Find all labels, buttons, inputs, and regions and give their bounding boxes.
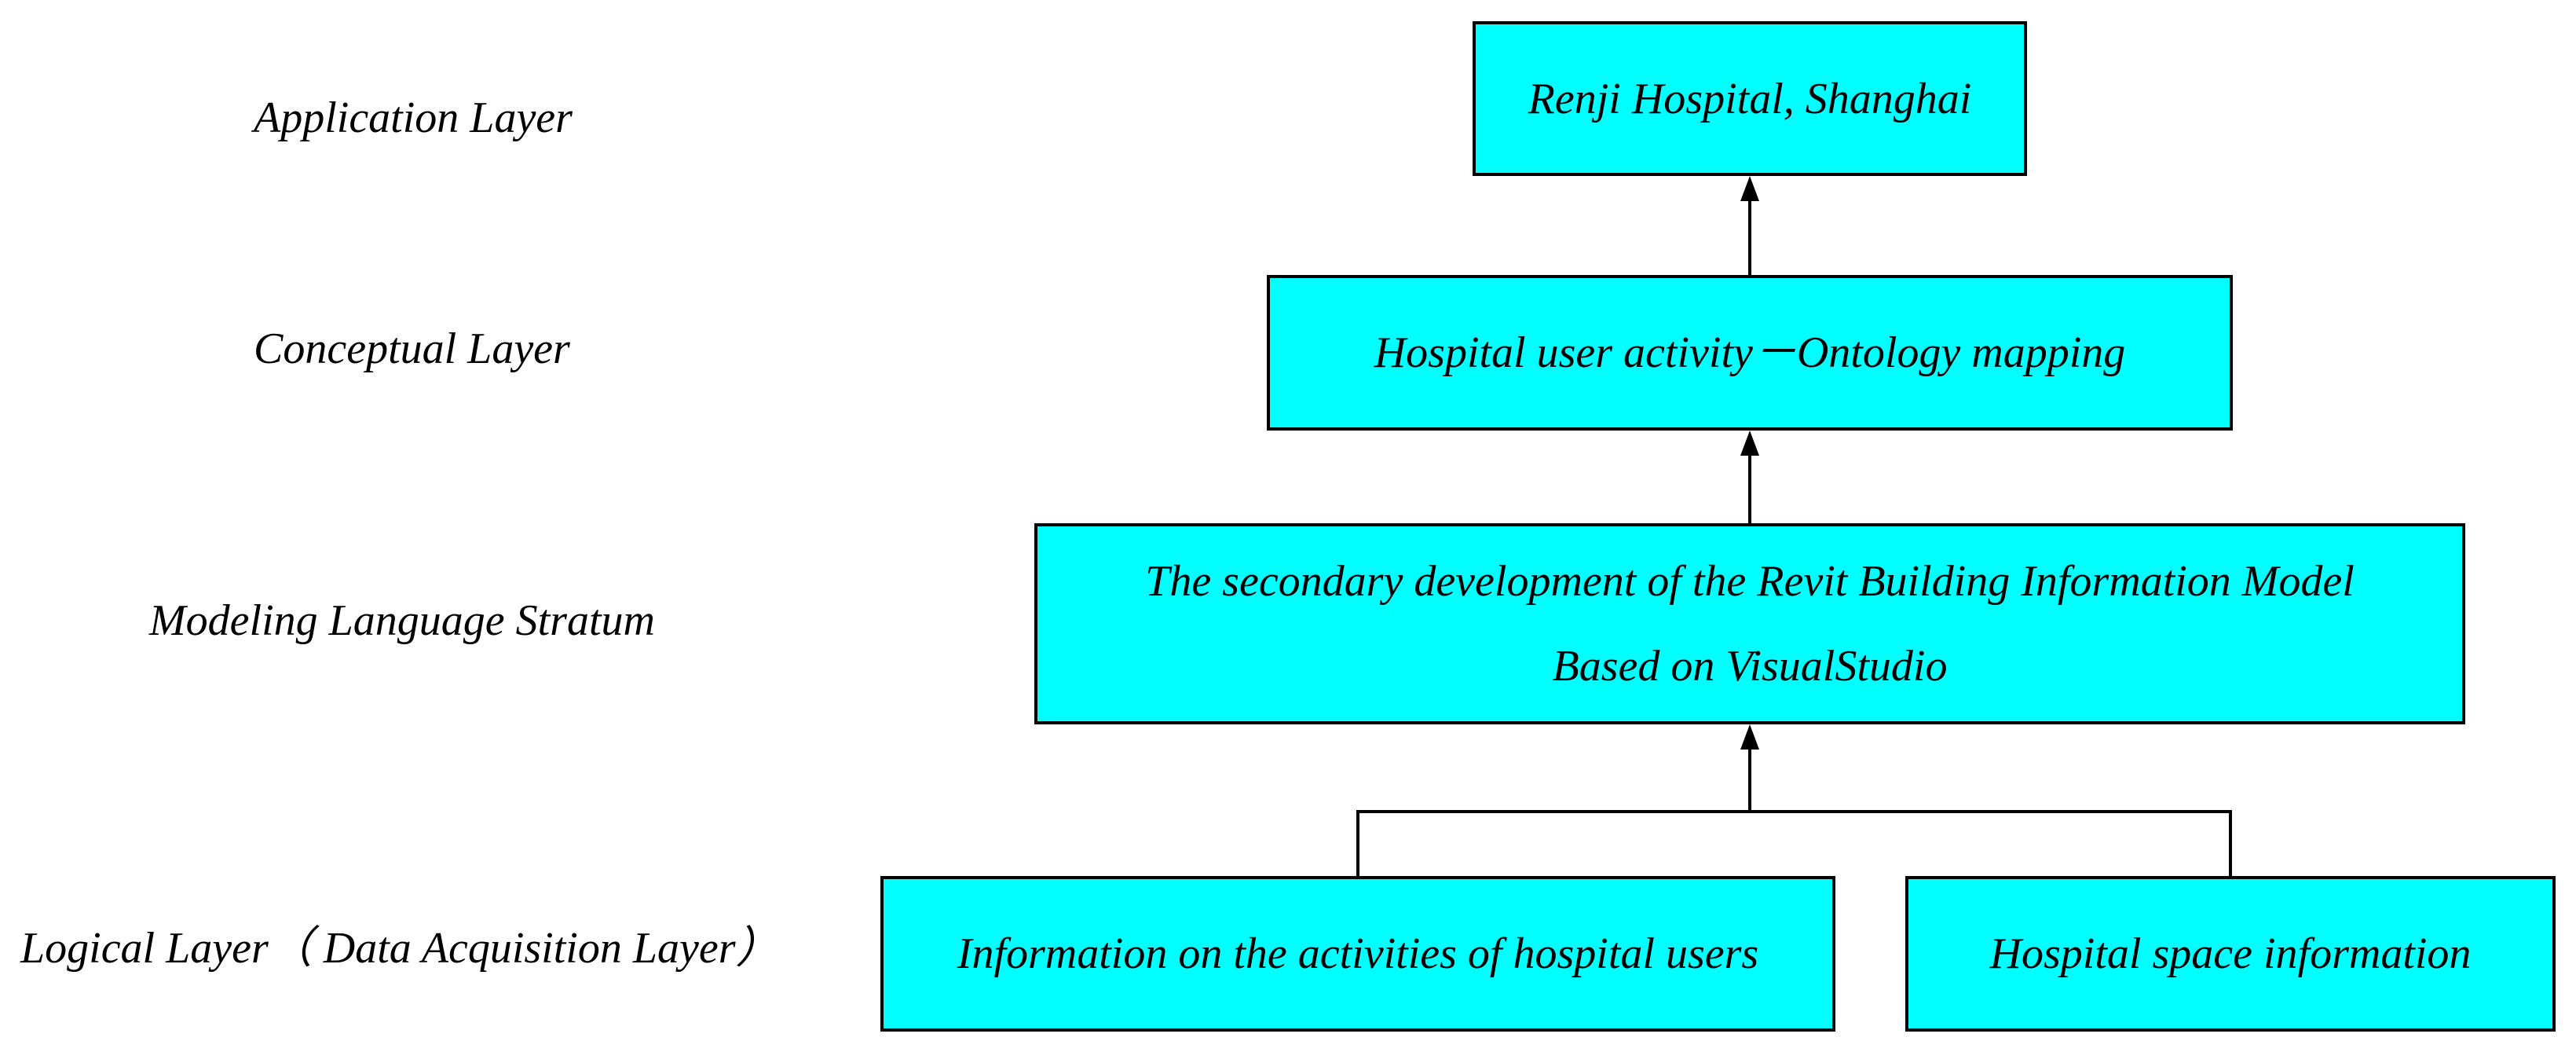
box-application: Renji Hospital, Shanghai bbox=[1473, 21, 2027, 176]
box-conceptual-text: Hospital user activity－Ontology mapping bbox=[1374, 328, 2126, 377]
layer-label-modeling: Modeling Language Stratum bbox=[149, 596, 655, 645]
box-conceptual: Hospital user activity－Ontology mapping bbox=[1267, 275, 2233, 431]
box-logical-right-text: Hospital space information bbox=[1989, 929, 2472, 978]
layer-label-conceptual: Conceptual Layer bbox=[254, 324, 570, 373]
arrowhead-application bbox=[1740, 176, 1759, 201]
layer-label-application: Application Layer bbox=[254, 93, 573, 142]
merge-connector-logical bbox=[1356, 810, 2232, 876]
box-logical-left-text: Information on the activities of hospita… bbox=[957, 929, 1759, 978]
box-logical-left: Information on the activities of hospita… bbox=[880, 876, 1835, 1032]
box-modeling-text-line1: The secondary development of the Revit B… bbox=[1145, 557, 2355, 606]
box-modeling-text-line2: Based on VisualStudio bbox=[1552, 642, 1948, 691]
arrowhead-modeling bbox=[1740, 724, 1759, 750]
box-logical-right: Hospital space information bbox=[1905, 876, 2556, 1032]
layer-label-logical: Logical Layer（ Data Acquisition Layer） bbox=[20, 924, 780, 973]
box-modeling: The secondary development of the Revit B… bbox=[1034, 523, 2465, 724]
box-application-text: Renji Hospital, Shanghai bbox=[1528, 74, 1972, 123]
arrowhead-conceptual bbox=[1740, 431, 1759, 456]
